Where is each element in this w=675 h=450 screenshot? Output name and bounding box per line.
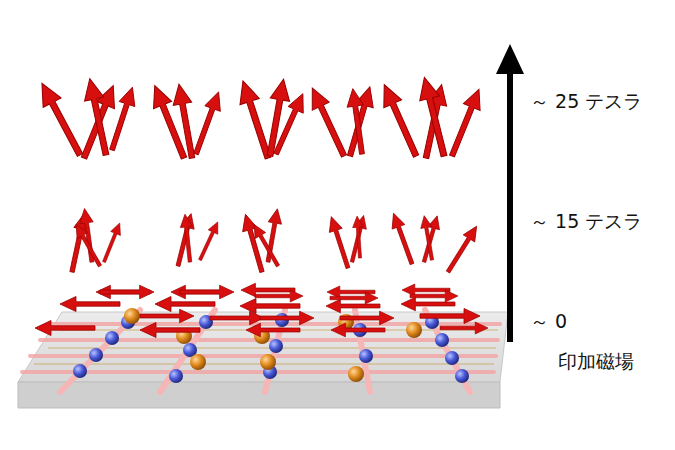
axis-title: 印加磁場	[558, 350, 634, 373]
spins-zero-field	[35, 283, 488, 337]
orange-atoms	[124, 308, 422, 382]
field-value: ～ 15 テスラ	[530, 210, 642, 233]
spins-15-tesla	[65, 208, 483, 276]
plate-top	[18, 312, 508, 382]
plate-front	[18, 382, 500, 408]
pink-rods	[22, 324, 500, 372]
field-value: ～ 0	[530, 310, 567, 333]
field-value: ～ 25 テスラ	[530, 90, 642, 113]
spins-25-tesla	[33, 75, 487, 162]
field-axis-arrow	[496, 44, 524, 342]
chain-rods	[60, 310, 470, 392]
